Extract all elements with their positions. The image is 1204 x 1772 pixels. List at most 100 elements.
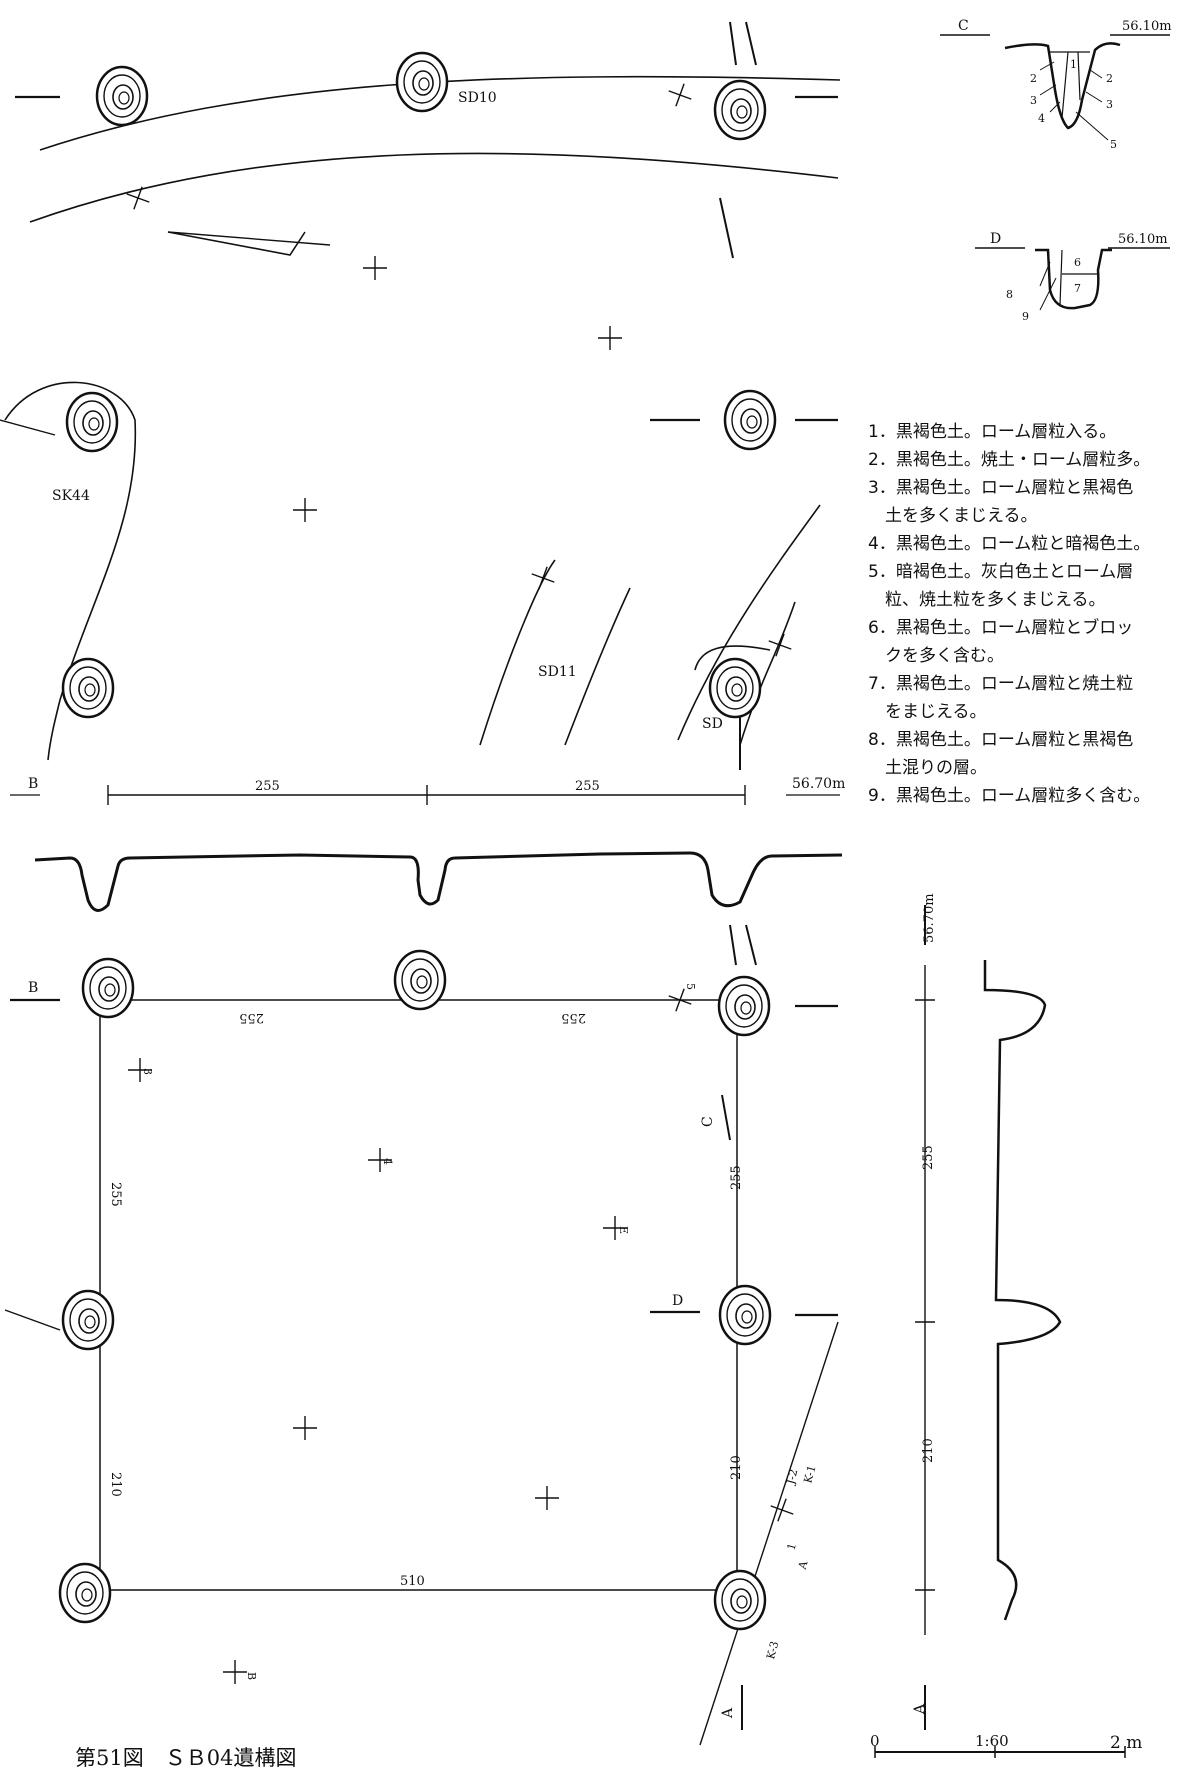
layer-number: 2 [1030,72,1037,85]
posthole [58,1562,112,1624]
legend-line: 1．黒褐色土。ローム層粒入る。 [868,422,1117,442]
layer-number: 1 [1070,58,1077,71]
marker-b: B [245,1672,258,1680]
posthole [718,1284,772,1346]
posthole [393,949,447,1011]
pit-sk44-outline [4,381,137,761]
posthole [61,1289,115,1351]
dim-left-lower: 210 [108,1472,123,1497]
legend-line: 8．黒褐色土。ローム層粒と黒褐色 [868,730,1134,750]
dim-top-right: 255 [561,1010,586,1025]
legend-line: 3．黒褐色土。ローム層粒と黒褐色 [868,478,1134,498]
plan-top-labels: SD10 SK44 SD11 SD [52,90,723,732]
section-c [940,34,1170,141]
plan-top-postholes [61,51,777,719]
legend-line: クを多く含む。 [868,646,1004,666]
scale-end: 2 m [1110,1733,1142,1753]
plan-bottom-grid-crosses [127,983,799,1685]
section-d [975,247,1170,311]
section-b-label: B [28,776,38,792]
posthole [717,975,771,1037]
section-a-elevation: 56.70m [922,893,937,943]
legend-line: 粒、焼土粒を多くまじえる。 [868,590,1106,610]
dim-top-left: 255 [239,1010,264,1025]
plan-bottom-labels: B 255 255 255 210 255 210 510 C D A 3 4 … [28,980,819,1719]
wedge-feature [167,231,306,256]
section-a-upper: 255 [921,1145,936,1170]
dim-right-lower: 210 [729,1455,744,1480]
section-a-label: A [912,1703,928,1715]
posthole [723,389,777,451]
section-d-label: D [990,231,1001,247]
plan-bottom [4,924,839,1746]
section-b-span-left: 255 [255,779,280,794]
dim-bottom: 510 [400,1574,425,1589]
dim-right-upper: 255 [729,1165,744,1190]
section-b-span-right: 255 [575,779,600,794]
posthole [713,1569,767,1631]
posthole [81,957,135,1019]
section-b-profile [34,851,843,912]
marker-j2: J-2 [784,1468,801,1487]
section-b-elevation: 56.70m [792,776,845,792]
marker-e: E [617,1226,630,1234]
marker-k3: K-3 [764,1640,781,1661]
scale-bar [874,1746,1126,1758]
legend-line: 4．黒褐色土。ローム粒と暗褐色土。 [868,534,1151,554]
legend-line: 土混りの層。 [868,758,987,778]
posthole [708,657,762,719]
layer-number: 3 [1030,94,1037,107]
ditch-sd11-line-2 [564,587,631,746]
posthole [395,51,449,113]
ditch-sd-line-2 [739,601,796,746]
layer-number: 9 [1022,310,1029,323]
posthole [65,391,119,453]
label-sk44: SK44 [52,488,90,504]
legend-line: 5．暗褐色土。灰白色土とローム層 [868,562,1134,582]
dim-left-upper: 255 [108,1182,123,1207]
legend-line: 2．黒褐色土。焼土・ローム層粒多。 [868,450,1151,470]
ditch-sd10-edge-south [29,152,839,223]
legend-line: をまじえる。 [868,702,987,722]
marker-1: 1 [785,1542,799,1552]
section-a [915,905,1062,1730]
marker-3: 3 [141,1068,154,1075]
section-d-layer-numbers: 6 7 8 9 [1006,256,1081,323]
label-d: D [672,1293,683,1309]
section-b-scale [10,785,840,805]
ditch-sd-curve [694,645,771,671]
marker-a: A [796,1559,811,1572]
layer-number: 8 [1006,288,1013,301]
legend-line: 9．黒褐色土。ローム層粒多く含む。 [868,786,1151,806]
legend-line: 6．黒褐色土。ローム層粒とブロッ [868,618,1134,638]
layer-number: 3 [1106,98,1113,111]
layer-number: 4 [1038,112,1045,125]
ditch-sd11-line-1 [479,559,556,746]
marker-5: 5 [684,983,697,990]
label-a: A [720,1707,736,1719]
figure-caption: 第51図 ＳＢ04遺構図 [75,1746,297,1770]
label-b: B [28,980,38,996]
plan-bottom-postholes [58,949,772,1631]
layer-number: 2 [1106,72,1113,85]
soil-layer-legend: 1．黒褐色土。ローム層粒入る。 2．黒褐色土。焼土・ローム層粒多。 3．黒褐色土… [868,418,1198,810]
scale-zero: 0 [870,1732,880,1750]
marker-k1: K-1 [801,1464,818,1485]
legend-line: 土を多くまじえる。 [868,506,1038,526]
label-sd10: SD10 [458,90,497,106]
section-c-layer-numbers: 1 2 2 3 3 4 5 [1030,58,1117,151]
label-sd11: SD11 [538,664,577,680]
section-a-lower: 210 [921,1438,936,1463]
scale-ratio: 1:60 [975,1732,1009,1750]
posthole [95,65,149,127]
legend-line: 7．黒褐色土。ローム層粒と焼土粒 [868,674,1134,694]
posthole [713,79,767,141]
ditch-sd-line-1 [677,504,821,741]
layer-number: 6 [1074,256,1081,269]
posthole [61,657,115,719]
section-c-label: C [958,18,969,34]
label-c: C [700,1116,716,1127]
layer-number: 5 [1110,138,1117,151]
plan-top-grid-crosses [121,78,797,662]
